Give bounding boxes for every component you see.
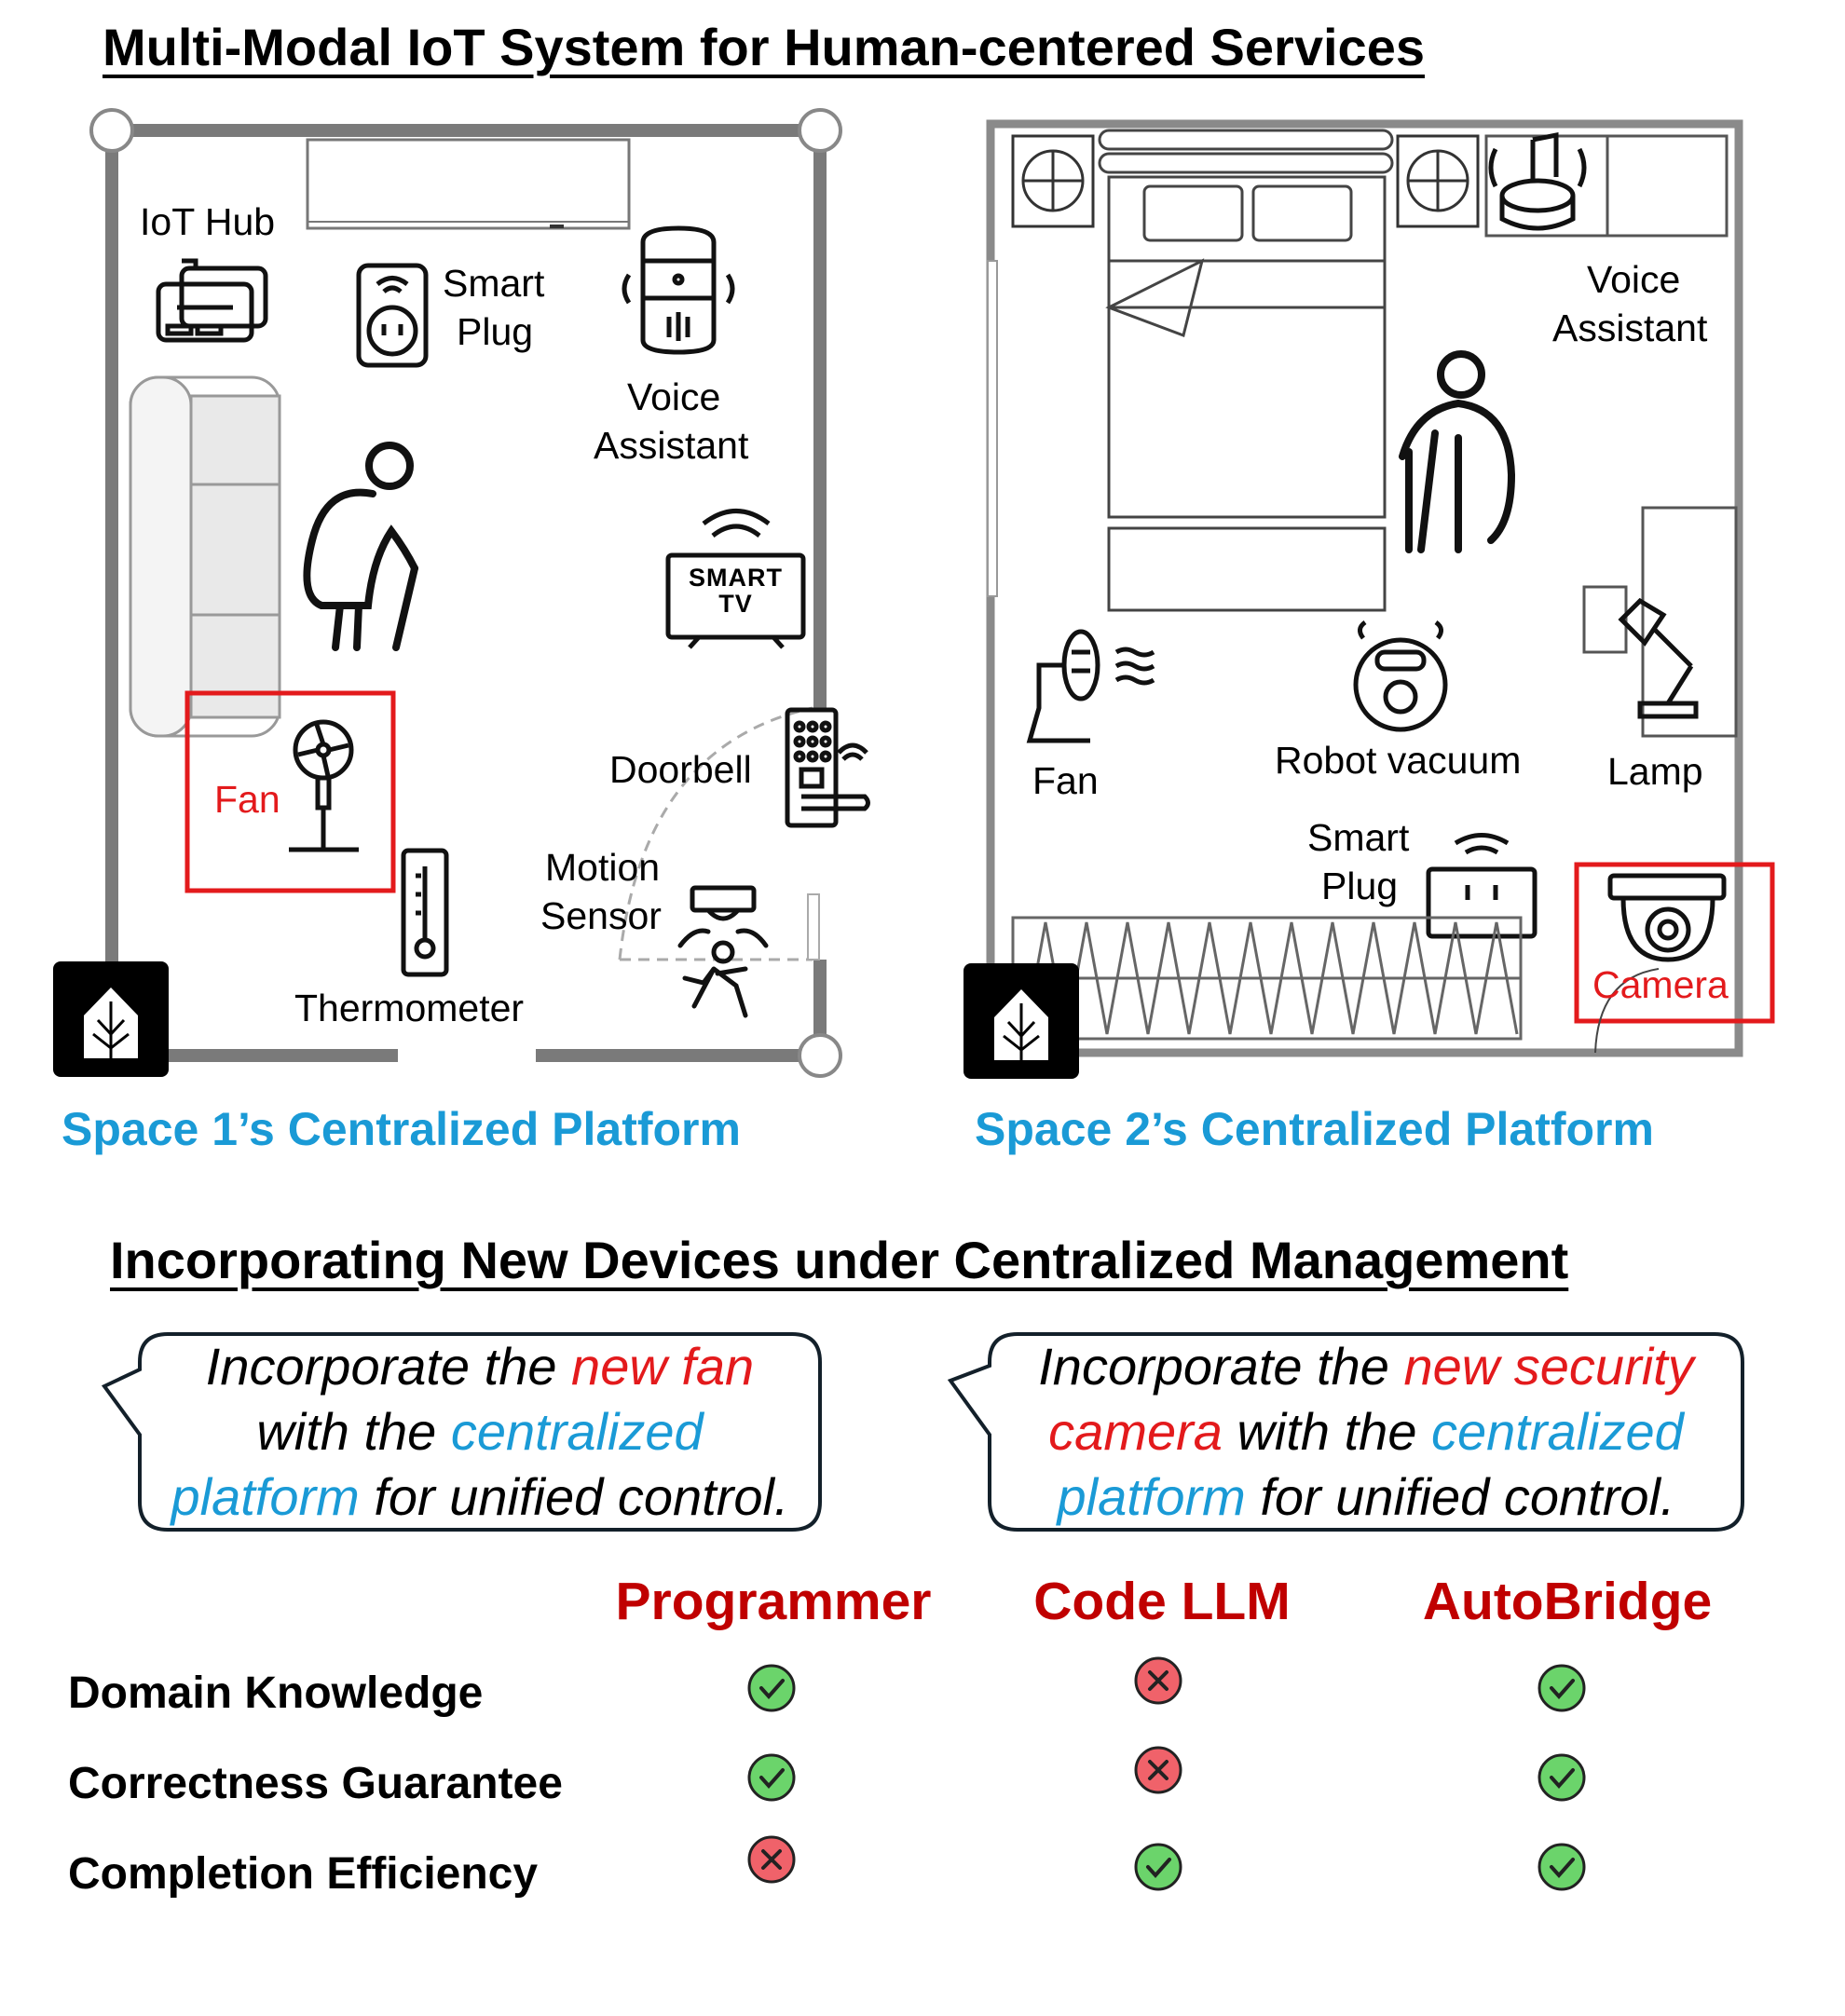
bed-icon bbox=[1098, 129, 1394, 612]
fan-icon-2 bbox=[1026, 629, 1155, 743]
closet-icon bbox=[1484, 134, 1729, 238]
check-icon bbox=[1538, 1753, 1586, 1802]
motion-sensor-icon bbox=[677, 885, 769, 1018]
tv-screen-text: SMART TV bbox=[683, 565, 788, 617]
column-header-code-llm: Code LLM bbox=[1033, 1572, 1291, 1631]
camera-icon bbox=[1607, 873, 1727, 962]
label-iot-hub: IoT Hub bbox=[140, 200, 276, 243]
label-fan-space1: Fan bbox=[214, 778, 280, 821]
row-label-completion-efficiency: Completion Efficiency bbox=[68, 1849, 539, 1899]
top-title: Multi-Modal IoT System for Human-centere… bbox=[102, 18, 1425, 76]
label-smart-plug-line1: Smart bbox=[443, 262, 545, 305]
column-header-autobridge: AutoBridge bbox=[1422, 1572, 1713, 1631]
label-smart-plug-2-line2: Plug bbox=[1321, 865, 1399, 907]
space2-platform-label: Space 2’s Centralized Platform bbox=[975, 1103, 1654, 1155]
doorbell-icon bbox=[785, 707, 870, 828]
cross-icon bbox=[747, 1835, 796, 1884]
label-smart-plug-line2: Plug bbox=[457, 310, 534, 353]
label-lamp: Lamp bbox=[1607, 750, 1703, 793]
desk-icon bbox=[1582, 506, 1738, 738]
home-platform-icon-2 bbox=[964, 963, 1079, 1079]
b2-part5: centralized bbox=[1431, 1402, 1684, 1461]
bottom-title: Incorporating New Devices under Centrali… bbox=[110, 1231, 1569, 1289]
voice-assistant-icon bbox=[622, 225, 735, 355]
cross-icon bbox=[1134, 1746, 1182, 1794]
fan-icon bbox=[289, 719, 359, 852]
check-icon bbox=[747, 1664, 796, 1712]
b1-part4: centralized bbox=[450, 1402, 704, 1461]
b1-part1: Incorporate the bbox=[205, 1337, 572, 1396]
label-robot-vacuum: Robot vacuum bbox=[1275, 739, 1522, 782]
tv-text-line1: SMART bbox=[689, 564, 783, 592]
cross-icon bbox=[1134, 1656, 1182, 1705]
check-icon bbox=[1538, 1664, 1586, 1712]
label-voice-assistant-2-line2: Assistant bbox=[1552, 306, 1708, 349]
radiator-icon bbox=[1011, 916, 1523, 1041]
label-motion-sensor-line1: Motion bbox=[545, 846, 661, 889]
speech-bubble-1-text: Incorporate the new fan with the central… bbox=[140, 1334, 820, 1530]
sofa-icon bbox=[129, 375, 281, 738]
smart-plug-icon-2 bbox=[1426, 833, 1538, 939]
label-camera: Camera bbox=[1592, 963, 1729, 1006]
label-fan-space2: Fan bbox=[1032, 759, 1099, 802]
elderly-person-icon-2 bbox=[1399, 350, 1516, 553]
row-label-correctness-guarantee: Correctness Guarantee bbox=[68, 1759, 563, 1808]
space2-ac-units bbox=[1011, 134, 1480, 228]
speech-bubble-1-shape bbox=[101, 1332, 822, 1532]
label-smart-plug-2-line1: Smart bbox=[1307, 816, 1410, 859]
column-header-programmer: Programmer bbox=[615, 1572, 932, 1631]
label-motion-sensor-line2: Sensor bbox=[540, 894, 662, 937]
label-doorbell: Doorbell bbox=[609, 748, 752, 791]
b2-part1: Incorporate the bbox=[1038, 1337, 1404, 1396]
label-voice-assistant-2-line1: Voice bbox=[1587, 258, 1681, 301]
label-thermometer: Thermometer bbox=[294, 987, 525, 1029]
b1-part3: with the bbox=[256, 1402, 451, 1461]
b1-part5: platform bbox=[171, 1467, 360, 1526]
b1-part2: new fan bbox=[571, 1337, 755, 1396]
home-platform-icon-1 bbox=[53, 961, 169, 1077]
label-voice-assistant-line1: Voice bbox=[627, 375, 721, 418]
b2-part2: new security bbox=[1403, 1337, 1694, 1396]
b2-part3: camera bbox=[1048, 1402, 1223, 1461]
speech-bubble-2-shape bbox=[947, 1332, 1744, 1532]
b2-part7: for unified control. bbox=[1245, 1467, 1675, 1526]
camera-highlight-box bbox=[1574, 862, 1775, 1024]
robot-vacuum-icon bbox=[1353, 620, 1448, 732]
smart-plug-icon bbox=[356, 263, 429, 368]
b2-part4: with the bbox=[1222, 1402, 1432, 1461]
speech-bubble-2-text: Incorporate the new security camera with… bbox=[990, 1334, 1742, 1530]
row-label-domain-knowledge: Domain Knowledge bbox=[68, 1669, 484, 1718]
air-conditioner-icon bbox=[306, 138, 631, 230]
b1-part6: for unified control. bbox=[359, 1467, 789, 1526]
b2-part6: platform bbox=[1057, 1467, 1246, 1526]
check-icon bbox=[747, 1753, 796, 1802]
check-icon bbox=[1538, 1843, 1586, 1891]
thermometer-icon bbox=[401, 848, 449, 977]
iot-hub-icon bbox=[156, 258, 268, 343]
fan-highlight-box bbox=[184, 690, 396, 893]
elderly-person-icon bbox=[303, 442, 418, 651]
space1-platform-label: Space 1’s Centralized Platform bbox=[62, 1103, 741, 1155]
lamp-icon bbox=[1618, 597, 1699, 719]
label-voice-assistant-line2: Assistant bbox=[594, 424, 749, 467]
tv-text-line2: TV bbox=[718, 590, 753, 618]
check-icon bbox=[1134, 1843, 1182, 1891]
smart-speaker-icon bbox=[1488, 131, 1587, 231]
space1-wall-posts bbox=[89, 108, 842, 1078]
smart-tv-icon bbox=[665, 509, 806, 649]
